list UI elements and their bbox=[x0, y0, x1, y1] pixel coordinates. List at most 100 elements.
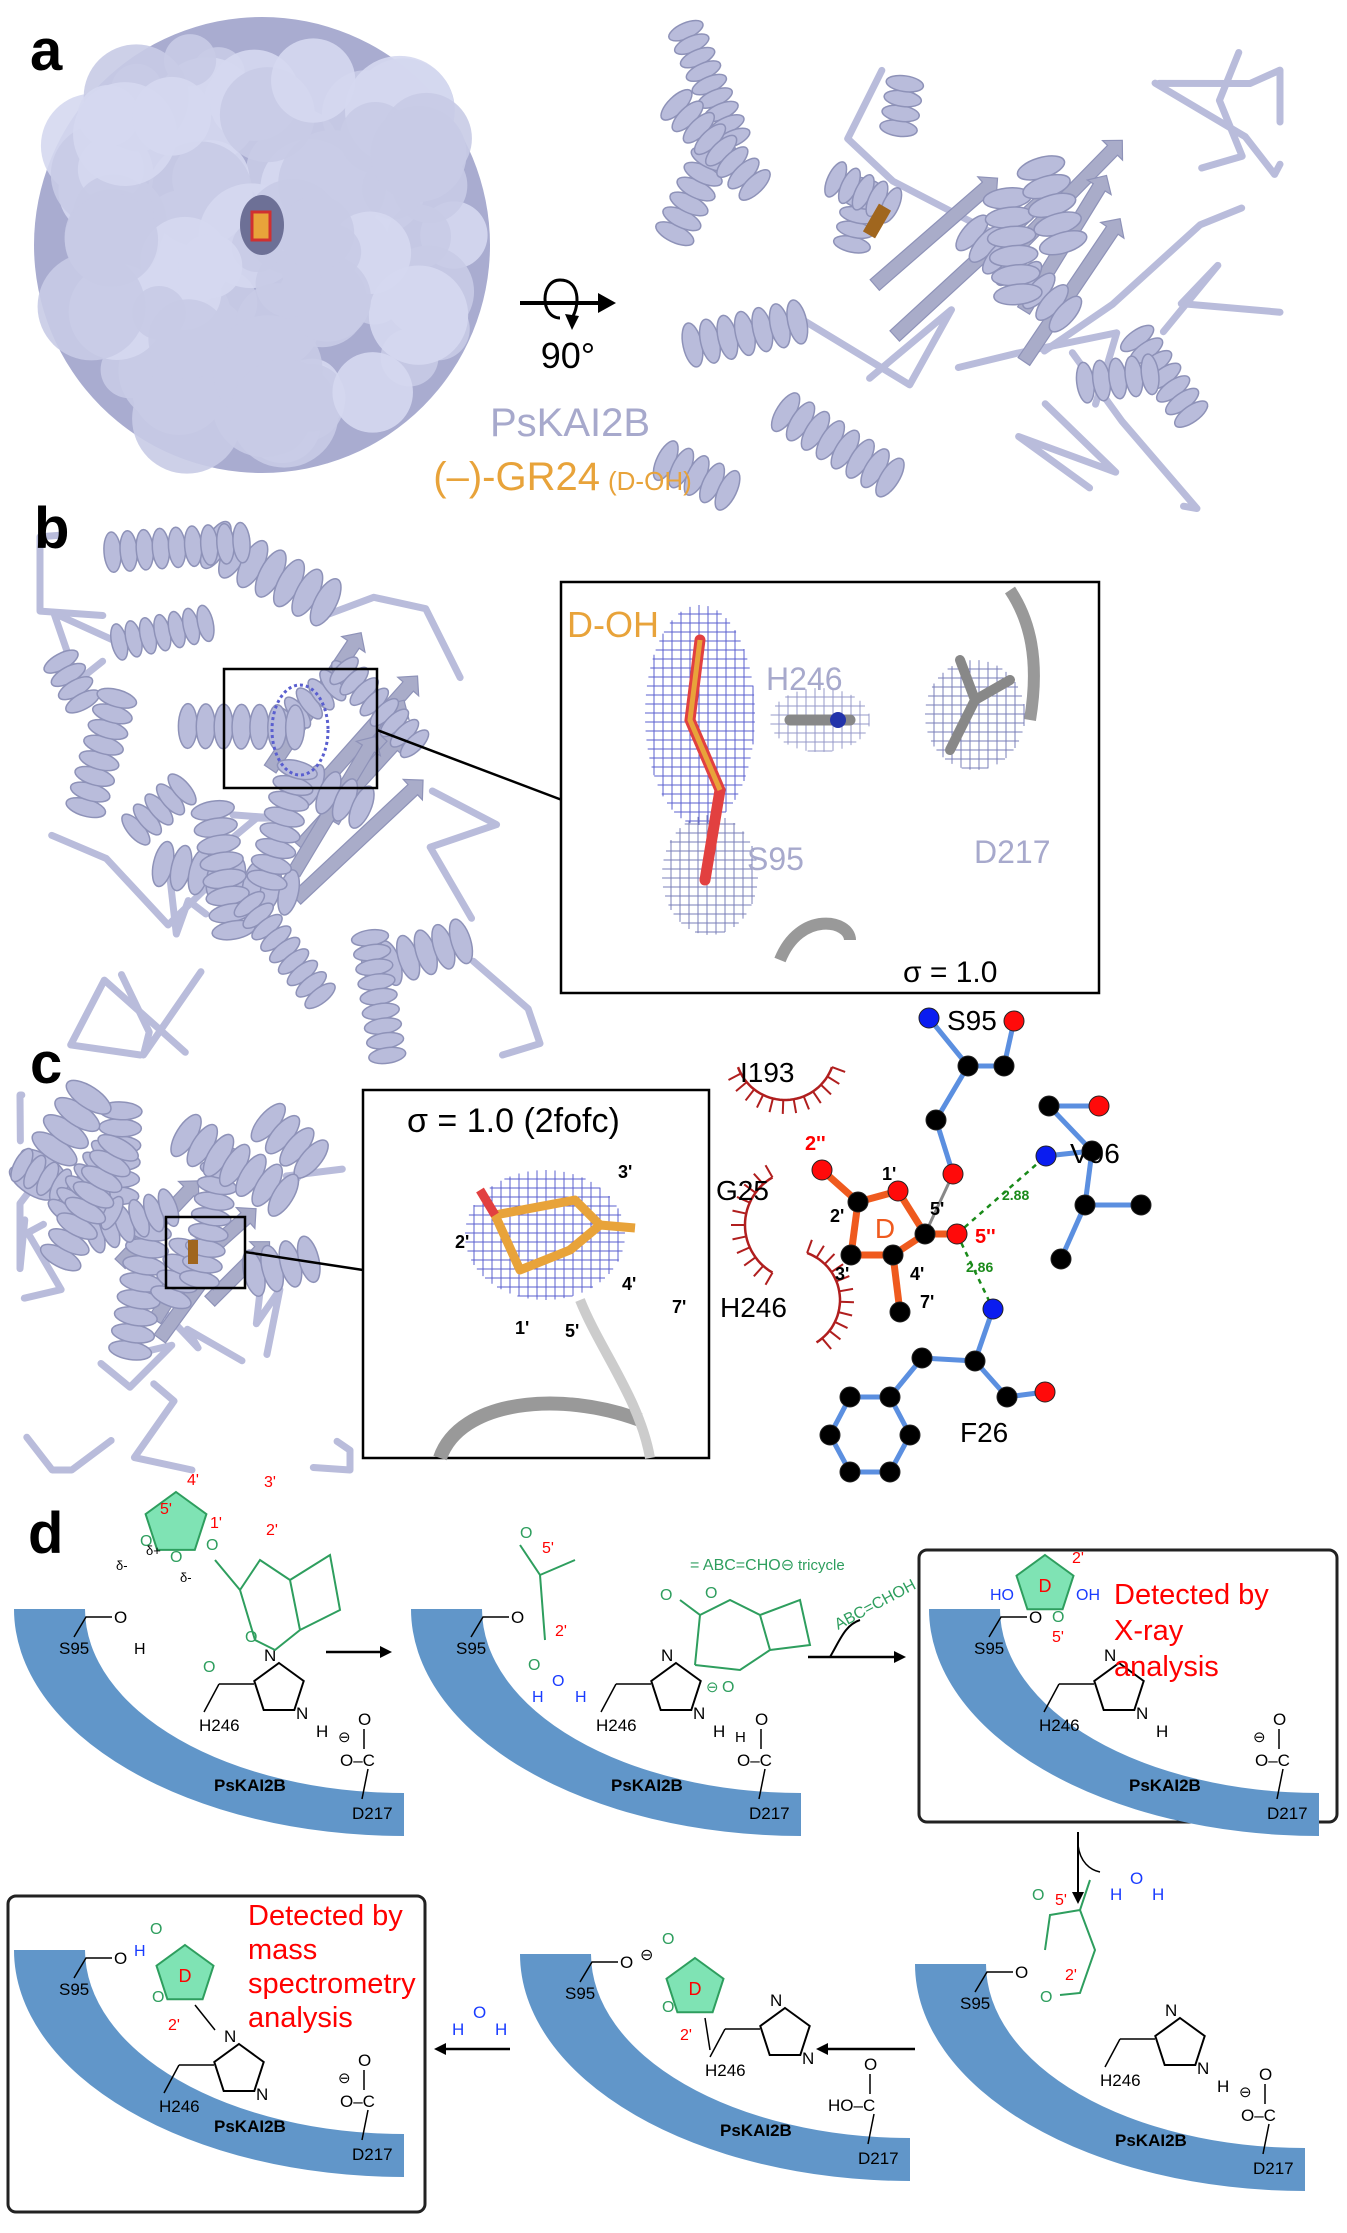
helix-turn bbox=[296, 1235, 321, 1284]
imidazole-n: N bbox=[224, 2027, 236, 2046]
reaction-arrow-head bbox=[1072, 1892, 1084, 1904]
carboxyl-o: O bbox=[755, 1710, 768, 1729]
released-tricycle bbox=[679, 1598, 812, 1672]
loop bbox=[426, 787, 501, 922]
carboxylate: O–C bbox=[1241, 2106, 1276, 2125]
loop bbox=[1198, 49, 1246, 172]
d217-stick bbox=[945, 655, 1015, 755]
loop bbox=[844, 66, 996, 236]
ring-oxygen: O bbox=[170, 1549, 182, 1566]
ligand-stick-core bbox=[687, 639, 723, 791]
residue-d217: D217 bbox=[858, 2149, 899, 2168]
helix bbox=[39, 1133, 139, 1272]
hydrophobic-spoke bbox=[821, 1337, 832, 1350]
imidazole-h: H bbox=[1217, 2077, 1229, 2096]
residue-s95: S95 bbox=[947, 1005, 997, 1036]
atom-2: 2' bbox=[830, 1206, 844, 1226]
serine-oxygen: O bbox=[511, 1608, 524, 1627]
d-ring bbox=[144, 1490, 208, 1551]
residue-label-s95: S95 bbox=[747, 841, 804, 877]
surface-lobe bbox=[271, 38, 356, 123]
density-mesh bbox=[270, 683, 330, 777]
residue-h246: H246 bbox=[596, 1716, 637, 1735]
hydrophobic-spoke bbox=[838, 1311, 853, 1317]
partial-charge: δ- bbox=[180, 1570, 192, 1585]
hydrophobic-spoke bbox=[764, 1164, 774, 1178]
residue-s95: S95 bbox=[960, 1994, 990, 2013]
zoom-box bbox=[222, 667, 379, 790]
tricycle-oxygen: O bbox=[660, 1587, 672, 1604]
surface-lobe bbox=[178, 234, 243, 299]
residue-f26: F26 bbox=[960, 1417, 1008, 1448]
ring-oxygen: O bbox=[662, 1999, 674, 2016]
carboxylate: O–C bbox=[340, 2092, 375, 2111]
loop bbox=[16, 1091, 26, 1145]
strand-arrow bbox=[869, 176, 999, 292]
water-h: H bbox=[532, 1689, 544, 1706]
inset-c-content bbox=[433, 1170, 655, 1461]
helix-turn bbox=[1173, 400, 1209, 428]
ring-atom-number: 5' bbox=[160, 1501, 172, 1518]
nitrogen-atom bbox=[918, 1007, 940, 1029]
atom-label: 5' bbox=[565, 1321, 579, 1341]
imidazole-ring bbox=[650, 1661, 702, 1711]
residue-i193: I193 bbox=[740, 1057, 795, 1088]
atom-3: 3' bbox=[835, 1264, 849, 1284]
loop bbox=[309, 1437, 354, 1474]
imidazole-n: N bbox=[802, 2049, 814, 2068]
carbon-atom bbox=[847, 1191, 869, 1213]
mass-note-line: mass bbox=[248, 1934, 317, 1966]
loop bbox=[1159, 261, 1284, 336]
hydrophobic-spoke bbox=[732, 1235, 747, 1241]
hbond-distance: 2.88 bbox=[1002, 1187, 1029, 1203]
residue-h246: H246 bbox=[1100, 2071, 1141, 2090]
water-h: H bbox=[452, 2020, 464, 2039]
serine-sidechain bbox=[73, 1957, 112, 1979]
imidazole-n: N bbox=[264, 1646, 276, 1665]
atom-5: 5' bbox=[930, 1199, 944, 1219]
rotation-angle: 90° bbox=[541, 335, 595, 376]
water-o: O bbox=[1130, 1869, 1143, 1888]
carboxyl-o: O bbox=[358, 1710, 371, 1729]
residue-label-d217: D217 bbox=[974, 834, 1051, 870]
helix-turn bbox=[96, 687, 138, 709]
helix bbox=[233, 890, 336, 1010]
covalent-bond bbox=[923, 1173, 955, 1235]
backbone-tube bbox=[774, 917, 856, 963]
oxygen-atom bbox=[946, 1223, 968, 1245]
ligand-suffix: (D-OH) bbox=[608, 466, 692, 496]
carboxylate: O–C bbox=[1255, 1751, 1290, 1770]
beta-strand bbox=[1017, 217, 1125, 367]
helix bbox=[350, 928, 407, 1065]
xray-note-line: Detected by bbox=[1114, 1579, 1269, 1611]
serine-sidechain bbox=[988, 1616, 1027, 1638]
nitrogen bbox=[830, 712, 846, 728]
protein-band bbox=[14, 1950, 404, 2177]
water-h: H bbox=[1110, 1885, 1122, 1904]
hydrophobic-spoke bbox=[756, 1094, 764, 1108]
aspartate-ch2 bbox=[361, 2109, 369, 2141]
surface-lobe bbox=[368, 265, 469, 365]
atom-label: 4' bbox=[622, 1274, 636, 1294]
hydrophobic-spoke bbox=[812, 1090, 822, 1104]
hydrophobic-spoke bbox=[824, 1253, 836, 1265]
surface-lobe bbox=[148, 299, 229, 380]
helix-turn bbox=[738, 169, 771, 201]
helix-turn bbox=[714, 469, 741, 511]
loop bbox=[97, 1341, 176, 1391]
helix bbox=[681, 299, 809, 368]
imidazole-ring bbox=[1093, 1661, 1145, 1711]
d-ring bbox=[665, 1956, 725, 2014]
panel-a: 90°PsKAI2B(–)-GR24(D-OH) bbox=[34, 17, 1284, 513]
histidine-ch2 bbox=[1104, 2038, 1121, 2068]
helix bbox=[121, 773, 197, 846]
carbon-atom bbox=[964, 1350, 986, 1372]
hydrophobic-spoke bbox=[764, 1272, 774, 1286]
loop bbox=[1040, 204, 1246, 355]
serine-oxygen: O bbox=[114, 1608, 127, 1627]
hydrophobic-spoke bbox=[728, 1072, 742, 1081]
loop bbox=[50, 609, 125, 685]
helix bbox=[177, 702, 306, 751]
